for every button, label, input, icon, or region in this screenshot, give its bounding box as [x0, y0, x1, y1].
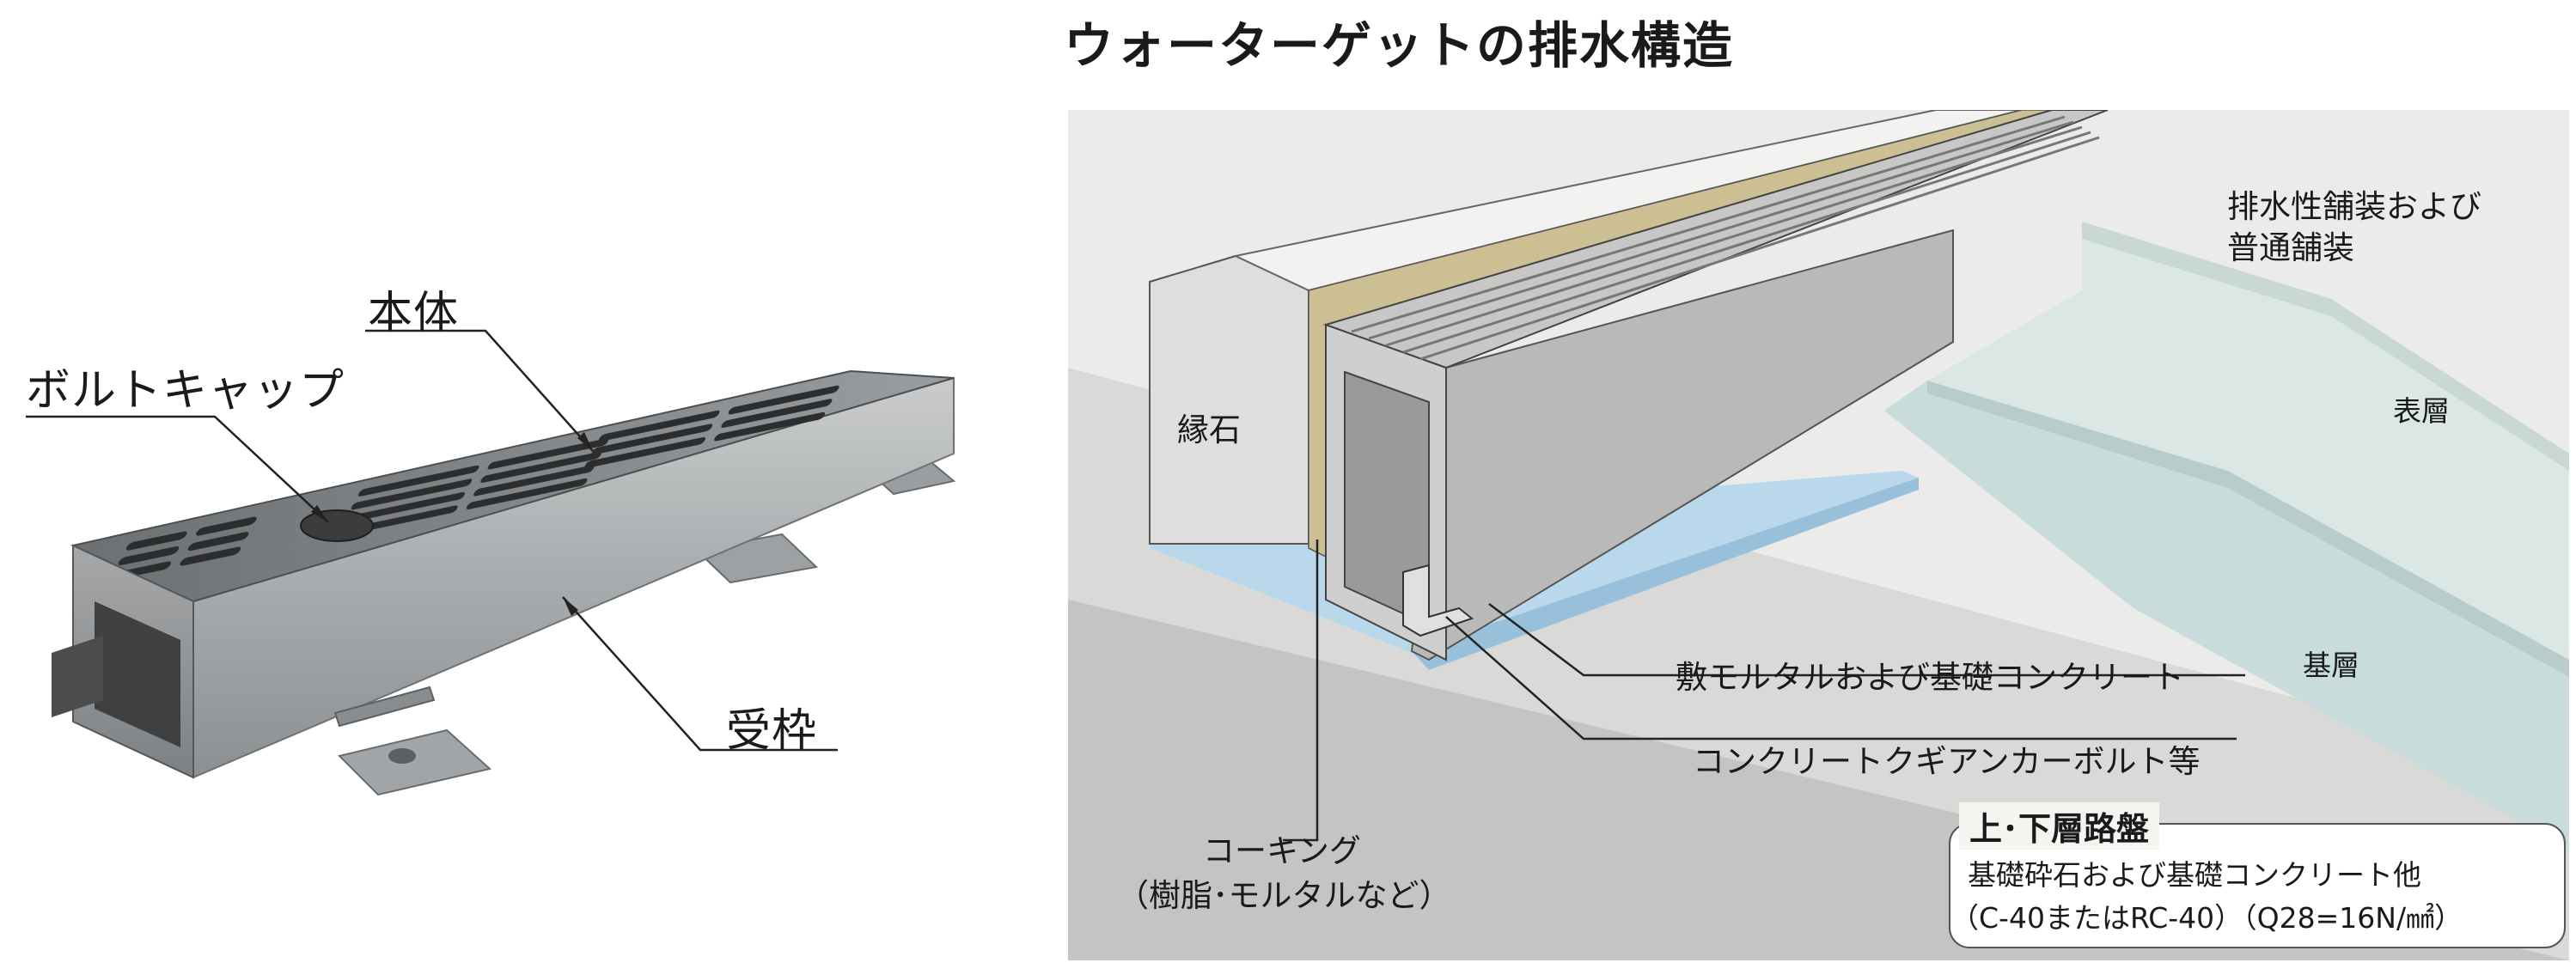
label-anchor: コンクリートクギアンカーボルト等: [1693, 743, 2201, 780]
label-pavement-line2: 普通舗装: [2227, 229, 2354, 266]
label-mortar: 敷モルタルおよび基礎コンクリート: [1676, 659, 2184, 696]
leader-body: [365, 329, 594, 452]
diagram-title: ウォーターゲットの排水構造: [1064, 16, 1735, 75]
label-roadbed-line2: （C-40またはRC-40）（Q28=16N/㎟）: [1950, 901, 2463, 935]
label-caulking-line2: （樹脂･モルタルなど）: [1117, 877, 1451, 914]
label-surface-layer: 表層: [2393, 394, 2450, 428]
product-illustration: [52, 369, 956, 796]
leader-frame: [562, 596, 838, 752]
label-base-layer: 基層: [2303, 649, 2359, 682]
leader-caulking: [1283, 539, 1319, 842]
label-frame: 受枠: [726, 705, 818, 757]
label-curb: 縁石: [1177, 411, 1241, 448]
label-caulking-line1: コーキング: [1203, 832, 1361, 869]
label-roadbed-title: 上･下層路盤: [1959, 802, 2160, 850]
label-body: 本体: [368, 288, 460, 339]
label-bolt-cap: ボルトキャップ: [26, 365, 345, 417]
label-roadbed-line1: 基礎砕石および基礎コンクリート他: [1968, 858, 2421, 892]
left-leader-lines: [26, 329, 838, 752]
surface-layer: [1927, 222, 2569, 660]
anchor-bracket: [1402, 564, 1474, 637]
base-layer: [1884, 381, 2569, 849]
leader-bolt-cap: [26, 415, 329, 523]
leader-anchor: [1445, 616, 2237, 740]
drain-grating-bars: [1351, 115, 2100, 361]
label-pavement-line1: 排水性舗装および: [2227, 188, 2481, 225]
bolt-cap: [300, 509, 374, 542]
leader-mortar: [1488, 603, 2245, 677]
